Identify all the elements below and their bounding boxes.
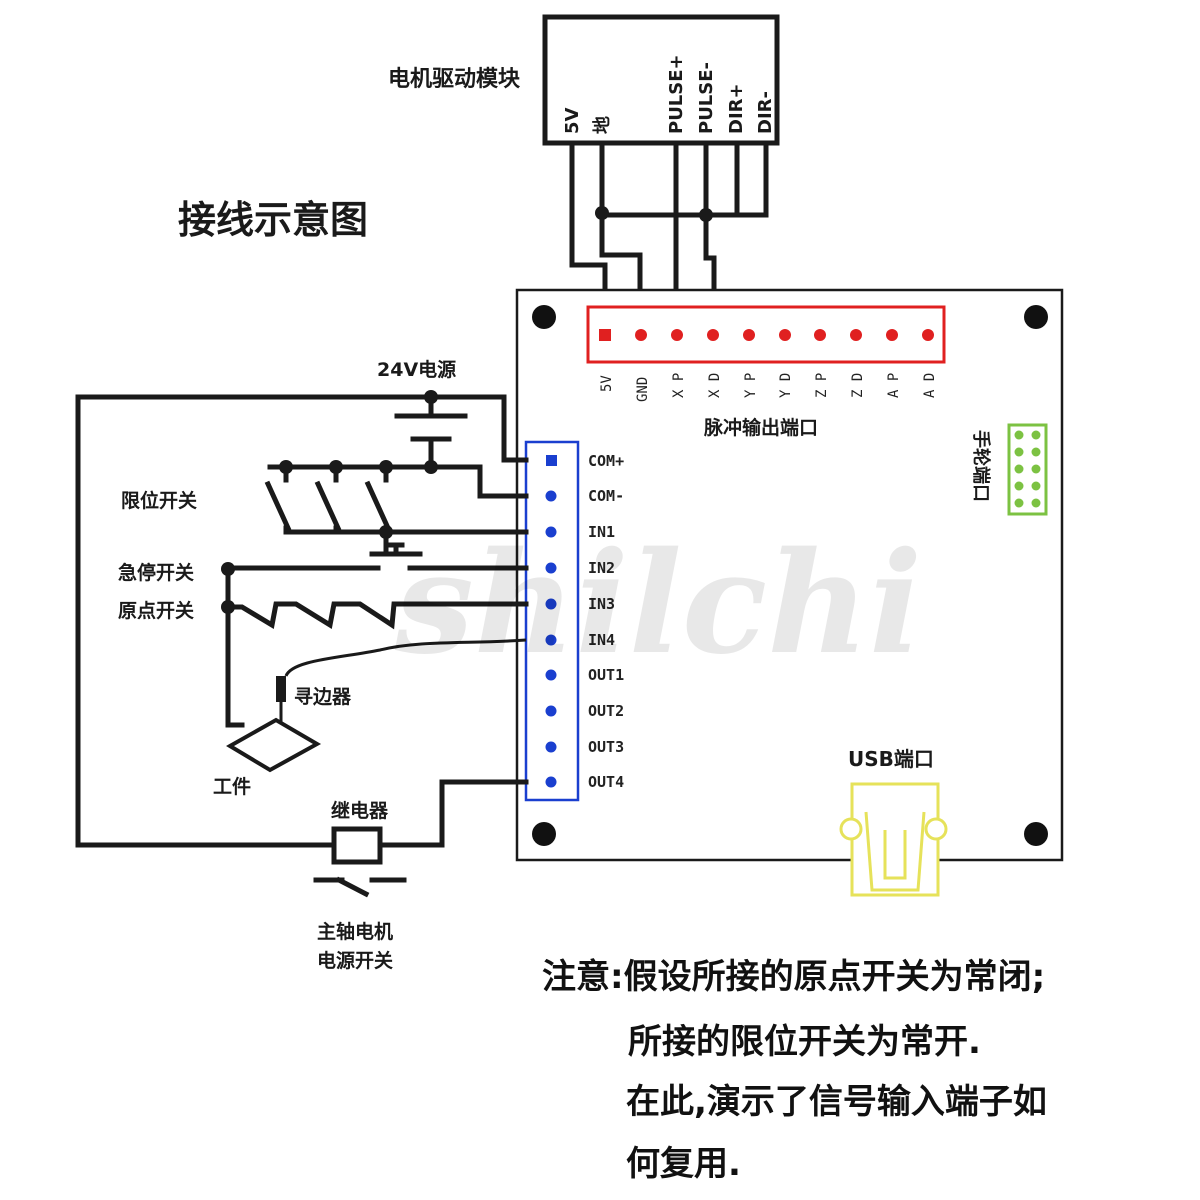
pin-dot-icon <box>814 329 826 341</box>
handwheel-port-label: 手轮端口 <box>970 430 992 502</box>
pulse-pin-label: X D <box>707 373 723 398</box>
pin-dot-icon <box>545 526 557 538</box>
pulse-pin-label: Z P <box>814 373 830 398</box>
note-line-3: 在此,演示了信号输入端子如 <box>626 1082 1047 1122</box>
spindle-switch-icon <box>313 876 407 898</box>
note-line-4: 何复用. <box>626 1144 741 1184</box>
mounting-hole-icon <box>532 305 556 329</box>
io-pin-label: IN1 <box>588 523 615 541</box>
driver-pin-dir-minus: DIR- <box>755 91 776 134</box>
pulse-pin-label: GND <box>635 377 651 402</box>
usb-tab-icon <box>839 817 863 841</box>
io-pin-label: COM+ <box>588 452 624 470</box>
driver-pin-pulse-plus: PULSE+ <box>666 54 687 134</box>
battery-icon <box>394 390 468 474</box>
usb-port-label: USB端口 <box>848 747 934 771</box>
pin-dot-icon <box>545 741 557 753</box>
pulse-pin-label: X P <box>671 373 687 398</box>
driver-pin-pulse-minus: PULSE- <box>696 62 717 134</box>
pin-dot-icon <box>886 329 898 341</box>
pulse-pin-label: A P <box>886 373 902 398</box>
pin-dot-icon <box>545 776 557 788</box>
pin-dot-icon <box>850 329 862 341</box>
driver-pin-gnd: 地 <box>591 116 613 134</box>
io-pin-label: OUT4 <box>588 773 624 791</box>
driver-wiring <box>569 140 769 293</box>
pin-square-icon <box>599 329 611 341</box>
motor-driver-module: 电机驱动模块 5V 地 PULSE+ PULSE- DIR+ DIR- <box>388 14 780 146</box>
pin-dot-icon <box>545 669 557 681</box>
mounting-hole-icon <box>1024 822 1048 846</box>
spindle-label-line2: 电源开关 <box>317 949 393 972</box>
motor-driver-label: 电机驱动模块 <box>388 67 521 92</box>
home-switch-label: 原点开关 <box>118 599 194 622</box>
mounting-hole-icon <box>1024 305 1048 329</box>
driver-pin-dir-plus: DIR+ <box>726 83 747 134</box>
estop-switch-label: 急停开关 <box>118 561 194 584</box>
spindle-label-line1: 主轴电机 <box>317 920 393 943</box>
mounting-hole-icon <box>532 822 556 846</box>
pulse-pin-label: Z D <box>850 373 866 398</box>
relay-icon <box>331 826 383 865</box>
pin-dot-icon <box>545 490 557 502</box>
pin-square-icon <box>546 455 557 466</box>
home-switch-icon <box>225 601 529 630</box>
driver-pin-5v: 5V <box>562 107 583 134</box>
io-pin-label: OUT2 <box>588 702 624 720</box>
power-label: 24V电源 <box>377 358 456 381</box>
io-pin-label: COM- <box>588 487 624 505</box>
edge-finder-label: 寻边器 <box>294 686 352 708</box>
usb-port: USB端口 <box>839 747 948 897</box>
estop-button-icon <box>369 529 423 557</box>
pin-dot-icon <box>545 705 557 717</box>
io-port: COM+ COM- IN1 IN2 IN3 IN4 OUT1 OUT2 OUT3… <box>524 440 624 802</box>
edge-finder-icon <box>276 676 286 724</box>
pin-dot-icon <box>545 598 557 610</box>
notes: 注意:假设所接的原点开关为常闭; 所接的限位开关为常开. 在此,演示了信号输入端… <box>542 957 1047 1184</box>
pin-dot-icon <box>545 634 557 646</box>
controller-board <box>515 288 1064 862</box>
diagram-title: 接线示意图 <box>178 198 368 242</box>
io-pin-label: OUT1 <box>588 666 624 684</box>
pin-dot-icon <box>671 329 683 341</box>
relay-label: 继电器 <box>331 799 389 822</box>
io-pin-label: IN3 <box>588 595 615 613</box>
pulse-pin-label: Y P <box>743 373 759 398</box>
usb-tab-icon <box>924 817 948 841</box>
pulse-output-port: 5V GND X P X D Y P Y D Z P Z D A P A D 脉… <box>586 305 946 439</box>
limit-switch-label: 限位开关 <box>121 489 197 512</box>
handwheel-port: 手轮端口 <box>970 423 1048 516</box>
io-pin-label: IN2 <box>588 559 615 577</box>
pulse-pin-label: 5V <box>599 375 615 392</box>
external-circuit: 24V电源 限位开关 急停开关 <box>75 358 529 972</box>
pin-dot-icon <box>743 329 755 341</box>
pulse-pin-label: A D <box>922 373 938 398</box>
workpiece-icon <box>226 717 322 773</box>
limit-switch-icon <box>264 464 392 535</box>
pin-dot-icon <box>635 329 647 341</box>
watermark: shilchi <box>394 522 922 686</box>
pulse-port-label: 脉冲输出端口 <box>703 416 818 439</box>
pin-dot-icon <box>707 329 719 341</box>
note-line-1: 注意:假设所接的原点开关为常闭; <box>542 957 1045 997</box>
pin-dot-icon <box>779 329 791 341</box>
pin-dot-icon <box>545 562 557 574</box>
pulse-pin-label: Y D <box>778 373 794 398</box>
workpiece-label: 工件 <box>213 775 251 798</box>
pin-dot-icon <box>922 329 934 341</box>
note-line-2: 所接的限位开关为常开. <box>628 1022 981 1062</box>
io-pin-label: OUT3 <box>588 738 624 756</box>
io-pin-label: IN4 <box>588 631 615 649</box>
